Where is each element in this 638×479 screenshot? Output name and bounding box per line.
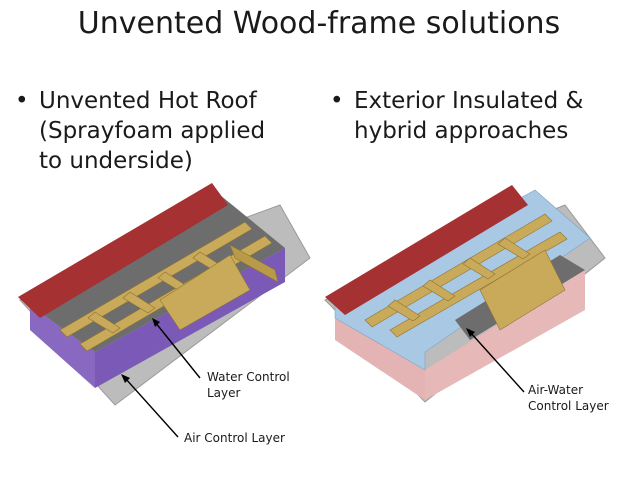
right-roof-assembly bbox=[324, 185, 606, 403]
right-shingle-strip bbox=[325, 185, 528, 315]
left-roof-assembly bbox=[18, 183, 311, 438]
bullet-marker: • bbox=[15, 88, 29, 114]
water-control-layer-label: Water Control Layer bbox=[207, 370, 290, 400]
air-water-control-layer-label: Air-Water Control Layer bbox=[528, 383, 609, 413]
left-shingle-strip bbox=[18, 183, 228, 318]
water-control-arrowhead bbox=[152, 318, 160, 327]
water-control-pointer bbox=[154, 321, 201, 379]
bullet-text: Exterior Insulated & hybrid approaches bbox=[354, 88, 584, 144]
left-sprayfoam-front bbox=[30, 305, 95, 388]
air-control-pointer bbox=[124, 377, 179, 438]
bullet-text: Unvented Hot Roof (Sprayfoam applied to … bbox=[39, 88, 266, 174]
right-batt-front bbox=[335, 318, 425, 400]
air-control-layer-label: Air Control Layer bbox=[184, 431, 285, 445]
bullet-marker: • bbox=[330, 88, 344, 114]
left-wood-strapping bbox=[59, 221, 279, 352]
air-water-control-arrowhead bbox=[466, 328, 475, 337]
bullet-exterior-insulated: • Exterior Insulated & hybrid approaches bbox=[330, 86, 630, 146]
bullet-unvented-hot-roof: • Unvented Hot Roof (Sprayfoam applied t… bbox=[15, 86, 315, 176]
air-control-arrowhead bbox=[121, 374, 130, 383]
air-water-control-pointer bbox=[469, 331, 525, 393]
right-wood-strapping bbox=[364, 213, 568, 338]
slide-title: Unvented Wood-frame solutions bbox=[77, 6, 561, 41]
